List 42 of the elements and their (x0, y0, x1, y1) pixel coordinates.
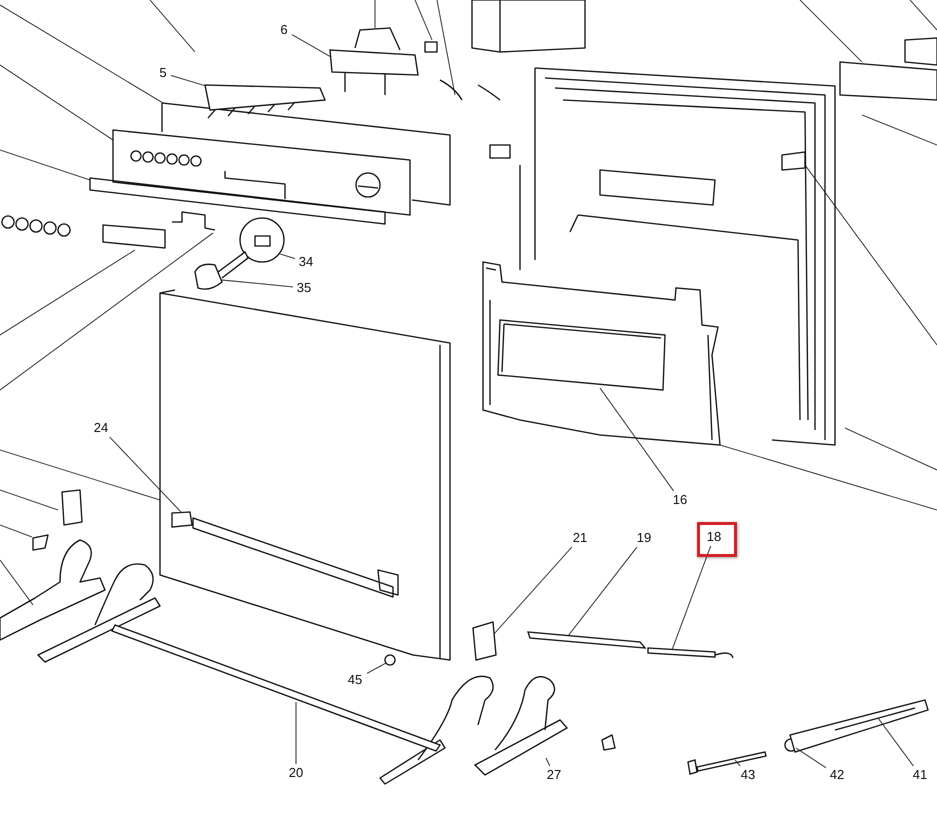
callout-number: 20 (286, 765, 306, 781)
clip (472, 621, 497, 661)
leader-line (672, 546, 712, 650)
callout-number: 35 (294, 280, 314, 296)
callout-number: 19 (634, 530, 654, 546)
leader-line (546, 758, 550, 766)
leader-line (568, 546, 638, 636)
leader-line (796, 748, 826, 768)
callout-number: 21 (570, 530, 590, 546)
knob (194, 251, 249, 290)
leader-line (109, 436, 182, 512)
callout-number: 34 (296, 254, 316, 270)
callout-number: 6 (277, 22, 291, 38)
inner-door-panel-drawing (482, 261, 721, 446)
callout-number: 45 (344, 672, 366, 688)
leader-line (222, 280, 294, 288)
callout-number: 24 (90, 420, 112, 436)
spring (647, 647, 734, 659)
leader-line (170, 74, 206, 86)
leader-line (280, 254, 296, 260)
callout-number: 41 (910, 767, 930, 783)
terminal-strip (204, 84, 326, 119)
callout-number: 5 (156, 65, 170, 81)
callout-number: 27 (544, 767, 564, 783)
screw (384, 654, 396, 666)
bracket (171, 511, 193, 528)
rod (527, 631, 646, 649)
highlight-frame (697, 522, 737, 557)
callout-number: 42 (827, 767, 847, 783)
leader-line (734, 760, 741, 766)
slotted-arm (789, 699, 929, 753)
callout-number: 43 (738, 767, 758, 783)
rod (111, 624, 441, 752)
leader-line (600, 388, 674, 492)
switch-block (329, 27, 419, 96)
leader-line (494, 546, 572, 634)
leader-line (878, 718, 914, 766)
callout-number: 18 (704, 529, 724, 545)
leader-line (292, 34, 332, 58)
round-plate (239, 217, 285, 263)
leader-line (366, 662, 386, 674)
callout-number: 16 (670, 492, 690, 508)
